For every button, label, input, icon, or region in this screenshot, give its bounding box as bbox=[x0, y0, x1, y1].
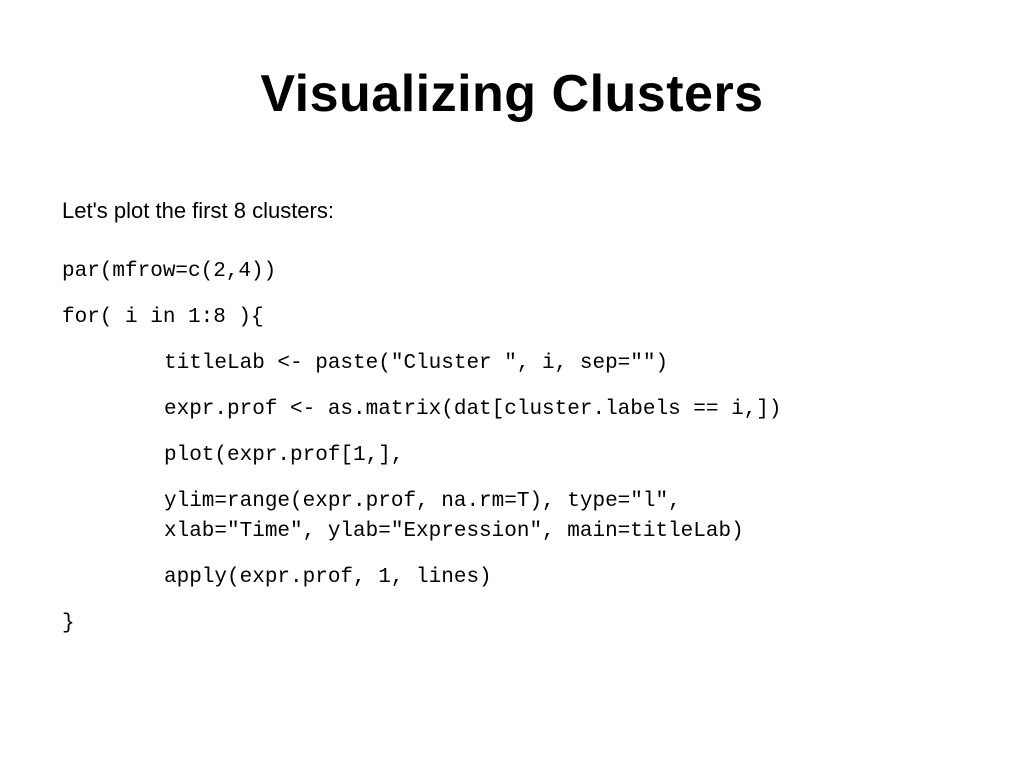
code-line: par(mfrow=c(2,4)) bbox=[62, 260, 277, 283]
slide-title: Visualizing Clusters bbox=[260, 65, 764, 123]
code-line: plot(expr.prof[1,], bbox=[164, 444, 404, 467]
code-line: } bbox=[62, 612, 75, 635]
code-line: ylim=range(expr.prof, na.rm=T), type="l"… bbox=[164, 490, 744, 543]
code-line: titleLab <- paste("Cluster ", i, sep="") bbox=[164, 352, 669, 375]
code-block: par(mfrow=c(2,4)) for( i in 1:8 ){ title… bbox=[62, 257, 962, 655]
code-line: for( i in 1:8 ){ bbox=[62, 306, 264, 329]
code-line: expr.prof <- as.matrix(dat[cluster.label… bbox=[164, 398, 782, 421]
intro-text: Let's plot the first 8 clusters: bbox=[62, 198, 334, 223]
code-line: apply(expr.prof, 1, lines) bbox=[164, 566, 492, 589]
